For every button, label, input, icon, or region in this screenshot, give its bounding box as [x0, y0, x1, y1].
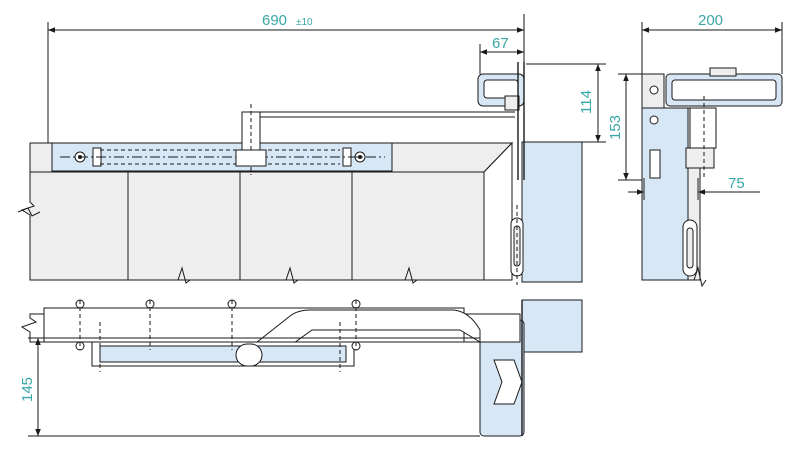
dimension-lines	[28, 14, 783, 437]
dim-overall-length: 690	[262, 12, 287, 29]
front-jamb-panel	[521, 141, 583, 283]
plan-arm	[241, 309, 481, 367]
plan-mount-block	[521, 299, 583, 353]
dim-side-offset: 75	[728, 175, 745, 192]
side-jamb	[641, 107, 689, 281]
plan-view	[20, 299, 583, 437]
side-view	[641, 67, 783, 288]
dim-plan-height: 145	[19, 377, 36, 402]
dim-overall-tolerance: ±10	[296, 17, 313, 28]
front-view	[17, 62, 583, 285]
dim-side-width: 200	[698, 12, 723, 29]
dim-front-height: 114	[578, 90, 595, 114]
dim-side-height: 153	[607, 115, 624, 140]
dimension-labels: 690 ±10 67 200 114 153 75 145	[19, 12, 745, 402]
dim-shaft-offset: 67	[492, 35, 509, 52]
